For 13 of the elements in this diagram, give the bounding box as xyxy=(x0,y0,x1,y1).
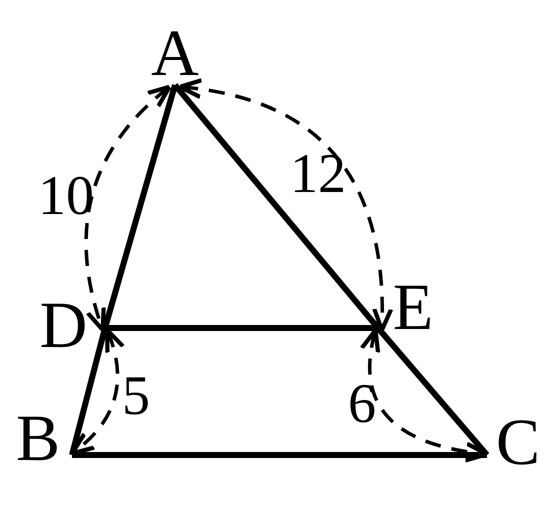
vertex-label: C xyxy=(487,412,549,474)
vertex-label: D xyxy=(22,300,105,352)
edge-label: 12 xyxy=(290,146,346,202)
triangle-side xyxy=(105,325,378,331)
vertex-label: A xyxy=(140,22,210,85)
edge-label: 5 xyxy=(122,368,150,424)
triangle-side xyxy=(72,452,487,458)
edge-label: 6 xyxy=(348,376,376,432)
triangle-side xyxy=(69,327,108,456)
vertex-label: B xyxy=(4,408,72,470)
triangle-side xyxy=(376,326,490,457)
vertex-label: E xyxy=(378,285,448,331)
dashed-arc-arrow xyxy=(84,84,172,332)
